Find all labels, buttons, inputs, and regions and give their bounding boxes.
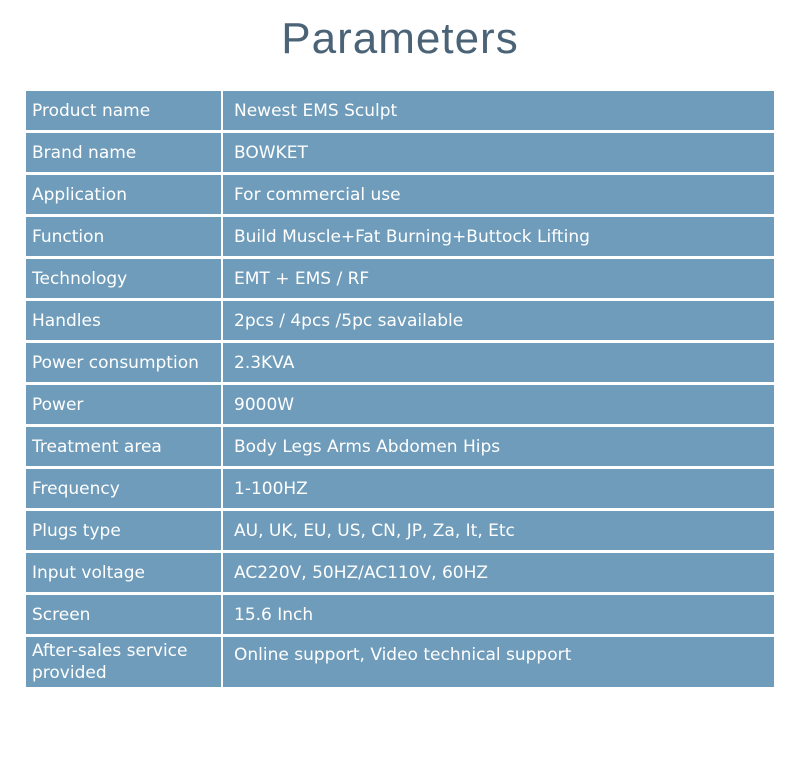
parameter-label: Power consumption [26, 343, 221, 382]
parameter-label: Brand name [26, 133, 221, 172]
parameter-label: Input voltage [26, 553, 221, 592]
parameter-value: 15.6 Inch [223, 595, 774, 634]
parameter-label: Plugs type [26, 511, 221, 550]
parameter-label: Function [26, 217, 221, 256]
parameter-label: Application [26, 175, 221, 214]
parameter-value: AU, UK, EU, US, CN, JP, Za, It, Etc [223, 511, 774, 550]
parameter-value: 9000W [223, 385, 774, 424]
parameter-value: 2.3KVA [223, 343, 774, 382]
parameter-label: After-sales service provided [26, 637, 221, 687]
parameter-label: Technology [26, 259, 221, 298]
parameter-value: For commercial use [223, 175, 774, 214]
parameter-value: Build Muscle+Fat Burning+Buttock Lifting [223, 217, 774, 256]
parameter-label: Screen [26, 595, 221, 634]
parameter-label: Frequency [26, 469, 221, 508]
parameter-value: 1-100HZ [223, 469, 774, 508]
parameter-value: EMT + EMS / RF [223, 259, 774, 298]
parameter-value: 2pcs / 4pcs /5pc savailable [223, 301, 774, 340]
parameter-label: Handles [26, 301, 221, 340]
parameter-label: Product name [26, 91, 221, 130]
page-title: Parameters [281, 14, 519, 63]
parameter-value: Body Legs Arms Abdomen Hips [223, 427, 774, 466]
parameter-value: Newest EMS Sculpt [223, 91, 774, 130]
parameter-label: Power [26, 385, 221, 424]
parameter-value: Online support, Video technical support [223, 637, 774, 687]
parameter-value: BOWKET [223, 133, 774, 172]
parameter-label: Treatment area [26, 427, 221, 466]
parameter-value: AC220V, 50HZ/AC110V, 60HZ [223, 553, 774, 592]
